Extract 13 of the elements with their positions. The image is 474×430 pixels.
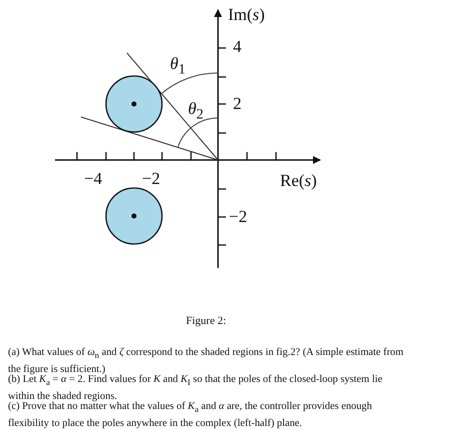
figure-caption: Figure 2: bbox=[186, 316, 226, 327]
tick-label: −4 bbox=[84, 170, 102, 187]
question-text: (a) What values of ω$_{n}$ and ζ correspond to the shaded regions in fig.2? (A simple estimate from the figure is sufficient.) bbox=[8, 346, 404, 375]
tick-label: −2 bbox=[229, 208, 248, 225]
tick-label: 4 bbox=[233, 38, 242, 55]
axis-label: Im(s) bbox=[228, 6, 265, 23]
axis-label: Re(s) bbox=[280, 172, 317, 189]
tick-label: −2 bbox=[142, 170, 160, 187]
tick-label: 2 bbox=[233, 95, 242, 112]
question-text: (c) Prove that no matter what the values of K$_{a}$ and α are, the controller provides enough flexibility to place the poles anywhere in the complex (left-half) plane. bbox=[8, 401, 373, 430]
angle-label: θ$_{2}$ bbox=[188, 100, 204, 122]
angle-label: θ$_{1}$ bbox=[170, 55, 186, 77]
question-text: (b) Let K$_{a}$ = α = 2. Find values for K and K$_{I}$ so that the poles of the closed-loop system lie within the shaded regions. bbox=[8, 374, 384, 402]
